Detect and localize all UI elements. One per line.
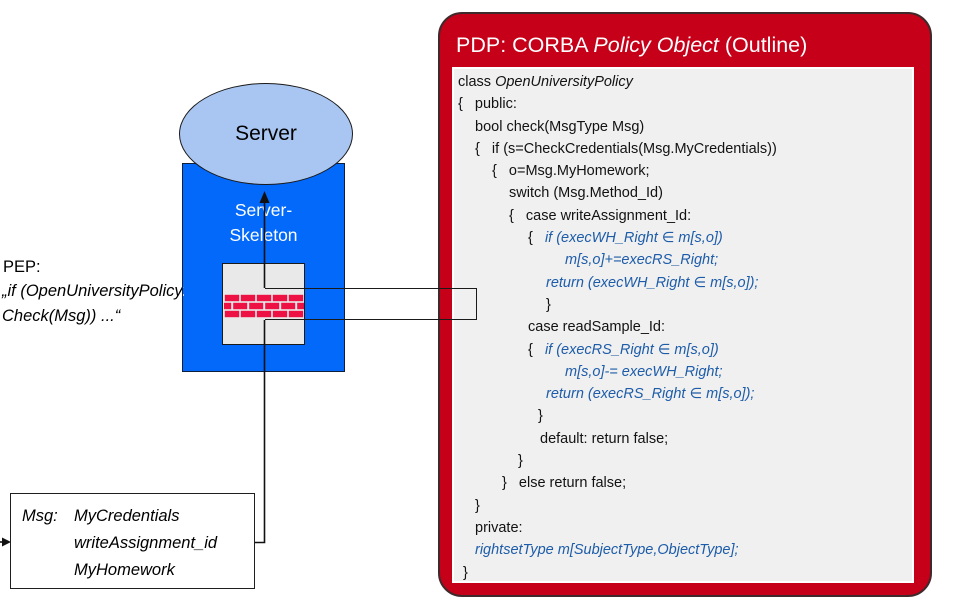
server-skeleton-label-line2: Skeleton	[229, 225, 298, 245]
pdp-title-italic: Policy Object	[593, 33, 719, 57]
code-line: rightsetType m[SubjectType,ObjectType];	[454, 539, 912, 561]
pdp-title-prefix: PDP: CORBA	[456, 33, 594, 57]
code-line: { o=Msg.MyHomework;	[454, 160, 912, 182]
code-line: { if (execRS_Right ∈ m[s,o])	[454, 339, 912, 361]
pep-code-line-1-overlap: „if (OpenUniversityPolicy.	[2, 282, 186, 300]
code-segment: { o=Msg.MyHomework;	[492, 163, 650, 180]
code-segment: bool check(MsgType Msg)	[475, 118, 645, 135]
code-segment: { case writeAssignment_Id:	[509, 207, 692, 224]
code-segment: rightsetType m[SubjectType,ObjectType];	[475, 542, 739, 559]
pep-to-pdp-callout	[265, 288, 477, 320]
pep-label: PEP:	[3, 258, 41, 276]
code-line: m[s,o]+=execRS_Right;	[454, 249, 912, 271]
code-segment: case readSample_Id:	[528, 319, 666, 336]
code-segment: }	[463, 564, 468, 581]
code-segment: } else return false;	[502, 475, 627, 492]
code-segment: { public:	[458, 96, 517, 113]
pdp-title-suffix: (Outline)	[718, 33, 808, 57]
server-label: Server	[235, 122, 297, 145]
code-line: }	[454, 405, 912, 427]
code-segment: private:	[475, 519, 523, 536]
code-line: { public:	[454, 93, 912, 115]
code-segment: return (execRS_Right ∈ m[s,o]);	[546, 386, 755, 403]
server-skeleton-label-line1: Server-	[234, 200, 293, 220]
server-skeleton-label: Server- Skeleton	[182, 198, 345, 248]
code-segment: }	[538, 408, 543, 425]
code-segment: return (execWH_Right ∈ m[s,o]);	[546, 274, 759, 291]
pdp-panel: PDP: CORBA Policy Object (Outline) class…	[438, 12, 932, 597]
code-segment: {	[528, 230, 545, 247]
code-line: }	[454, 450, 912, 472]
code-segment: switch (Msg.Method_Id)	[509, 185, 663, 202]
msg-item-myhomework: MyHomework	[74, 561, 175, 579]
code-line: case readSample_Id:	[454, 316, 912, 338]
code-segment: OpenUniversityPolicy	[495, 74, 633, 90]
code-line: { if (s=CheckCredentials(Msg.MyCredentia…	[454, 138, 912, 160]
msg-box: Msg: MyCredentials writeAssignment_id My…	[10, 493, 255, 589]
code-segment: m[s,o]+=execRS_Right;	[565, 252, 719, 269]
pdp-title: PDP: CORBA Policy Object (Outline)	[456, 33, 807, 58]
code-segment: class	[458, 74, 496, 90]
code-segment: { if (s=CheckCredentials(Msg.MyCredentia…	[475, 140, 777, 157]
brick-wall-icon	[224, 294, 304, 318]
server-ellipse: Server	[179, 83, 353, 185]
code-line: m[s,o]-= execWH_Right;	[454, 361, 912, 383]
code-segment: if (execRS_Right ∈ m[s,o])	[544, 341, 719, 358]
code-line: return (execRS_Right ∈ m[s,o]);	[454, 383, 912, 405]
msg-box-label: Msg:	[22, 507, 58, 525]
code-segment: }	[518, 453, 523, 470]
code-segment: }	[475, 497, 480, 514]
code-segment: if (execWH_Right ∈ m[s,o])	[544, 230, 723, 247]
code-line: { if (execWH_Right ∈ m[s,o])	[454, 227, 912, 249]
code-line: bool check(MsgType Msg)	[454, 116, 912, 138]
code-line: } else return false;	[454, 472, 912, 494]
msg-item-mycredentials: MyCredentials	[74, 507, 180, 525]
policy-code-panel: class OpenUniversityPolicy { public: bool …	[452, 67, 914, 583]
code-line: switch (Msg.Method_Id)	[454, 182, 912, 204]
code-line: }	[454, 294, 912, 316]
code-line: private:	[454, 517, 912, 539]
code-line: }	[454, 562, 912, 581]
code-line: class OpenUniversityPolicy	[454, 71, 912, 93]
code-segment: }	[546, 296, 551, 313]
code-segment: {	[528, 341, 545, 358]
code-line: return (execWH_Right ∈ m[s,o]);	[454, 272, 912, 294]
pep-code-line-2: Check(Msg)) ...“	[2, 307, 121, 325]
code-segment: default: return false;	[540, 430, 669, 447]
msg-item-writeassignment: writeAssignment_id	[74, 534, 218, 552]
code-line: }	[454, 495, 912, 517]
code-line: { case writeAssignment_Id:	[454, 205, 912, 227]
pep-code-line-1: „if (OpenUniversityPolicy.	[2, 282, 186, 300]
code-line: default: return false;	[454, 428, 912, 450]
code-segment: m[s,o]-= execWH_Right;	[565, 363, 723, 380]
